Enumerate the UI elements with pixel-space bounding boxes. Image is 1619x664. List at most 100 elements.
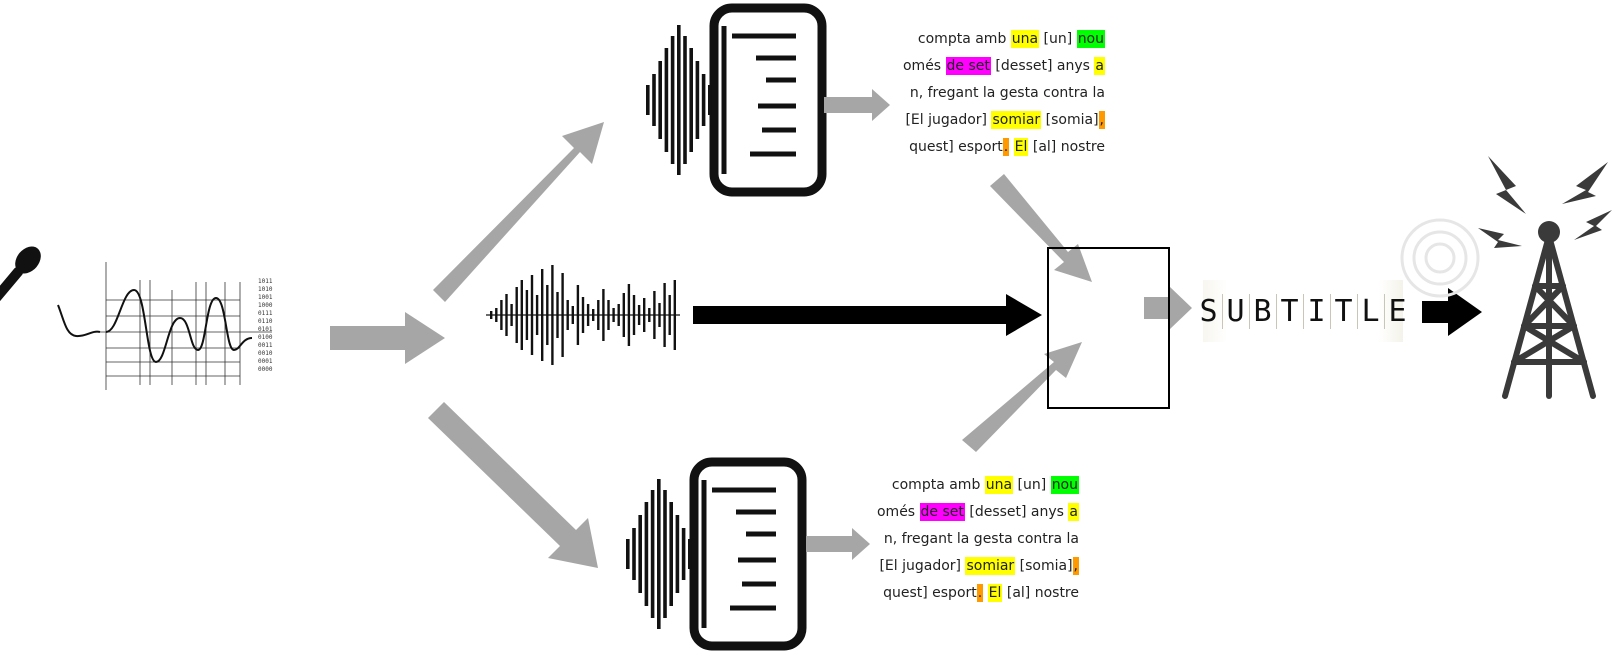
sound-bar [708,85,712,115]
transcript-line: compta amb una [un] nou [877,472,1079,499]
highlighted-token: El [1013,138,1029,156]
binary-line: 0010 [258,350,273,357]
binary-line: 0011 [258,342,273,349]
subtitle-letter: T [1275,293,1303,329]
sound-bar [683,36,687,164]
highlighted-token: El [987,584,1003,602]
subtitle-letter: L [1356,293,1384,329]
sound-bar [638,515,642,593]
sound-bar [677,25,681,175]
transcript-text: omés [902,58,946,74]
speech-to-text-icon [646,3,827,197]
binary-line: 1011 [258,278,273,285]
sound-bar [669,502,673,606]
transcript-text: [somia] [1015,558,1073,574]
sound-bar [689,48,693,152]
sound-bar [670,36,675,164]
transcript-line: n, fregant la gesta contra la [877,526,1079,553]
sound-bar [688,539,692,569]
transcript-line: [El jugador] somiar [somia], [903,107,1105,134]
transcript-text: [un] [1013,477,1051,493]
highlighted-token: . [976,584,984,602]
arrow-to-bottom-asr [428,402,598,568]
sound-bar [626,539,630,569]
highlighted-token: una [984,476,1014,494]
arrow-to-top-asr [433,122,604,302]
highlighted-token: una [1010,30,1040,48]
analog-digital-chart [100,262,272,390]
binary-line: 0100 [258,334,273,341]
speech-to-text-icon [626,457,807,651]
sound-bar [632,528,636,580]
transcript-text: quest] esport [883,585,977,601]
transcript-line: quest] esport. El [al] nostre [903,134,1105,161]
binary-line: 0111 [258,310,273,317]
highlighted-token: , [1072,557,1079,575]
transcript-line: [El jugador] somiar [somia], [877,553,1079,580]
binary-line: 0110 [258,318,273,325]
subtitle-letter: I [1302,293,1330,329]
transcript-top: compta amb una [un] nou omés de set [dess… [903,26,1105,161]
transcript-line: compta amb una [un] nou [903,26,1105,53]
microphone-icon [0,246,101,338]
sound-bar [695,61,700,139]
transcript-line: omés de set [desset] anys a [877,499,1079,526]
binary-line: 0101 [258,326,273,333]
sound-bar [657,479,661,629]
transcript-line: quest] esport. El [al] nostre [877,580,1079,607]
binary-line: 0000 [258,366,273,373]
subtitle-letter: S [1199,293,1218,329]
highlighted-token: nou [1050,476,1079,494]
sound-bar [646,85,650,115]
highlighted-token: de set [919,503,965,521]
arrow-asr-top-out [824,89,890,121]
black-arrows [693,288,1482,336]
transcript-text [983,585,987,601]
transcript-text: [desset] anys [990,58,1095,74]
sound-bar [652,74,656,126]
subtitle-letter: E [1383,293,1411,329]
alignment-box [1047,247,1170,409]
sound-bar [675,515,680,593]
transcript-text: n, fregant la gesta contra la [883,531,1079,547]
subtitle-letter: U [1221,293,1249,329]
arrow-audio-to-box [693,294,1042,336]
arrow-text-top-to-box [990,174,1092,282]
highlighted-token: a [1068,503,1079,521]
binary-line: 1001 [258,294,273,301]
highlighted-token: nou [1076,30,1105,48]
transcript-text: omés [876,504,920,520]
sound-bar [658,61,662,139]
transcript-text: [un] [1039,31,1077,47]
broadcast-antenna-icon [1400,156,1612,399]
transcript-text [1009,139,1013,155]
transcript-line: n, fregant la gesta contra la [903,80,1105,107]
sound-bar [681,528,686,580]
highlighted-token: somiar [991,111,1042,129]
transcript-text: compta amb [891,477,985,493]
sound-bar [644,502,649,606]
document-outline [709,3,827,197]
highlighted-token: de set [945,57,991,75]
gray-arrows [330,89,1192,568]
transcript-text: [El jugador] [879,558,966,574]
transcript-text: quest] esport [909,139,1003,155]
highlighted-token: . [1002,138,1010,156]
highlighted-token: a [1094,57,1105,75]
sound-bar [650,490,655,618]
arrow-asr-bottom-out [806,528,870,560]
transcript-text: [El jugador] [905,112,992,128]
transcript-text: [al] nostre [1002,585,1079,601]
sound-bar [664,48,669,152]
binary-line: 1010 [258,286,273,293]
transcript-text: compta amb [917,31,1011,47]
binary-readout: 1011 1010 1001 1000 0111 0110 0101 0100 … [258,278,272,374]
highlighted-token: somiar [965,557,1016,575]
sound-bar [701,74,706,126]
transcript-text: [desset] anys [964,504,1069,520]
binary-line: 0001 [258,358,273,365]
arrow-subtitle-to-antenna [1422,288,1482,336]
transcript-text: [somia] [1041,112,1099,128]
